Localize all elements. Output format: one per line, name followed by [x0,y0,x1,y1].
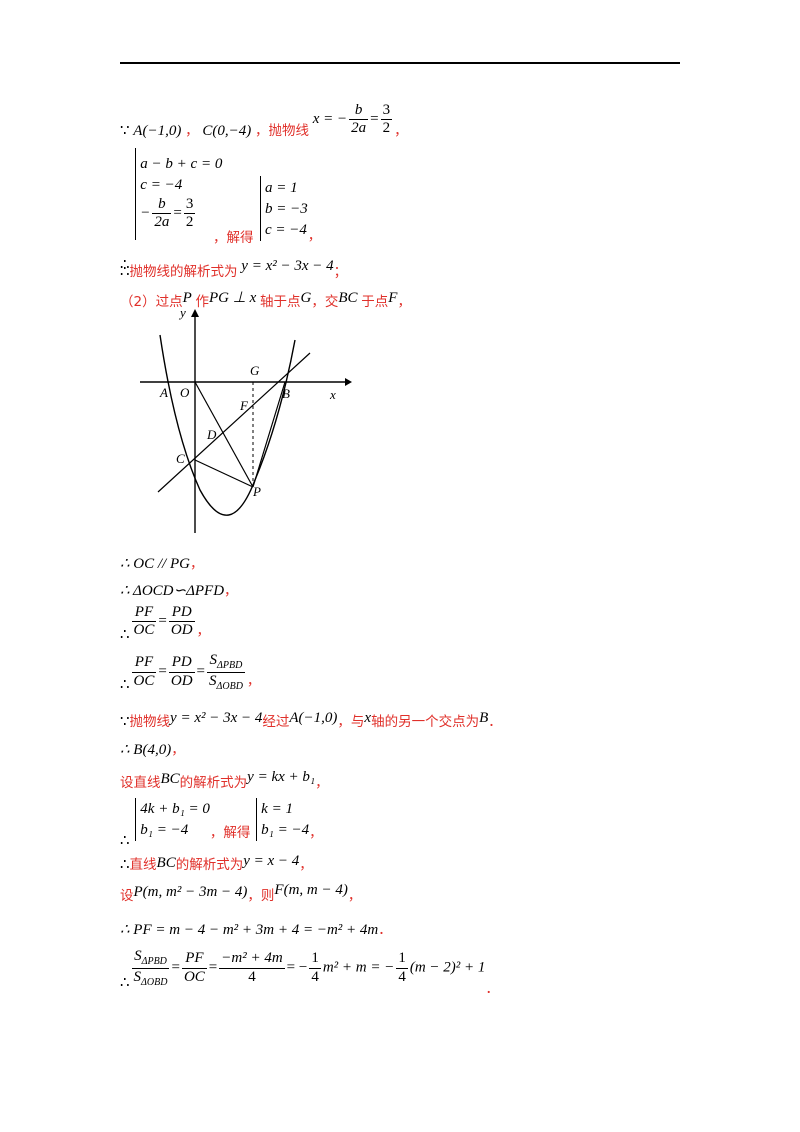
because-symbol: ∵ [120,123,130,140]
line-parallel: ∴ OC // PG， [120,556,204,572]
parabola-curve [159,334,296,516]
axis-lhs: x = − [312,111,348,128]
label-p: P [252,484,261,499]
label-b: B [282,386,290,401]
comma: ， [394,123,408,140]
solve-label-1: ，解得 [213,230,254,246]
line-bc-result: ∴直线BC的解析式为y = x − 4， [120,853,313,873]
label-d: D [206,427,217,442]
formula-parabola: y = x² − 3x − 4 [241,258,334,274]
label-f: F [239,398,249,413]
equals: = [370,111,379,128]
label-a: A [159,385,168,400]
line-parabola-expression: ∴抛物线的解析式为 y = x² − 3x − 4； [120,258,348,280]
label-parabola: ，抛物线 [254,123,309,140]
line-b-coordinates: ∴ B(4,0)， [120,742,185,758]
y-axis-arrow [191,309,199,317]
line-passes-b: ∵抛物线y = x² − 3x − 4经过A(−1,0)，与x轴的另一个交点为B… [120,710,502,730]
line-pf: ∴ PF = m − 4 − m² + 3m + 4 = −m² + 4m． [120,922,392,938]
point-a: A(−1,0) [133,123,182,140]
segment-op [194,381,254,488]
label-x: x [329,387,336,402]
line-part2: （2）过点P 作PG ⊥ x 轴于点G，交BC 于点F， [120,290,411,310]
label-o: O [180,385,190,400]
line-similar: ∴ ΔOCD∽ΔPFD， [120,583,238,599]
label-g: G [250,363,260,378]
therefore-symbol: ∴ [120,257,130,274]
header-rule [120,62,680,64]
segment-pb [252,381,286,488]
parabola-figure: y x A O G B F D C P [140,305,352,533]
x-axis-arrow [345,378,352,386]
system-solution: a = 1 b = −3 c = −4 ， [258,176,321,244]
line-set-p: 设P(m, m² − 3m − 4)，则F(m, m − 4)， [120,882,362,904]
label-y: y [178,305,186,320]
label-c: C [176,451,185,466]
segment-cp [194,459,254,488]
line-bc [157,352,311,493]
line-set-bc: 设直线BC的解析式为y = kx + b₁， [120,769,329,791]
point-c: C(0,−4) [202,123,252,140]
